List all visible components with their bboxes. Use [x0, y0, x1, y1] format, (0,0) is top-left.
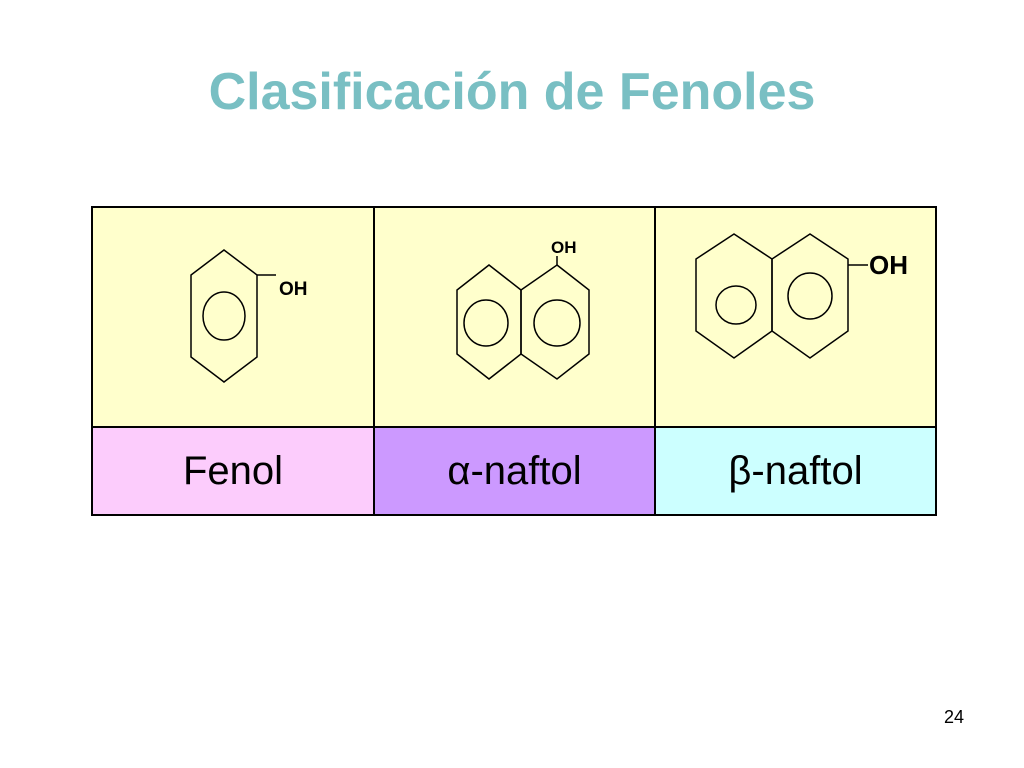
left-ring	[695, 233, 773, 359]
left-aromatic-circle	[715, 285, 757, 325]
beta-naphthol-structure-diagram: OH	[695, 233, 908, 359]
right-aromatic-circle	[533, 299, 581, 347]
beta-naftol-structure-cell: OH	[656, 208, 935, 428]
alpha-naftol-structure-cell: OH	[375, 208, 656, 428]
oh-label: OH	[551, 238, 577, 257]
slide-title: Clasificación de Fenoles	[208, 63, 816, 121]
right-ring	[771, 233, 849, 359]
left-ring	[456, 264, 522, 380]
phenol-classification-table: OH OH OH Fenol α-naftol β-naftol	[91, 206, 937, 516]
left-aromatic-circle	[463, 299, 509, 347]
right-aromatic-circle	[787, 272, 833, 320]
compound-name: Fenol	[182, 448, 284, 493]
beta-naftol-name-cell: β-naftol	[656, 428, 935, 514]
aromatic-circle	[202, 291, 246, 341]
page-number: 24	[943, 707, 964, 727]
fenol-structure-cell: OH	[93, 208, 375, 428]
benzene-ring	[190, 249, 258, 383]
oh-label: OH	[869, 250, 908, 280]
alpha-naftol-name-cell: α-naftol	[375, 428, 656, 514]
compound-name: β-naftol	[728, 448, 863, 493]
oh-label: OH	[279, 279, 308, 300]
fenol-name-cell: Fenol	[93, 428, 375, 514]
right-ring	[520, 264, 590, 380]
phenol-structure-diagram: OH	[190, 249, 308, 383]
alpha-naphthol-structure-diagram: OH	[456, 238, 590, 380]
compound-name: α-naftol	[447, 448, 582, 493]
